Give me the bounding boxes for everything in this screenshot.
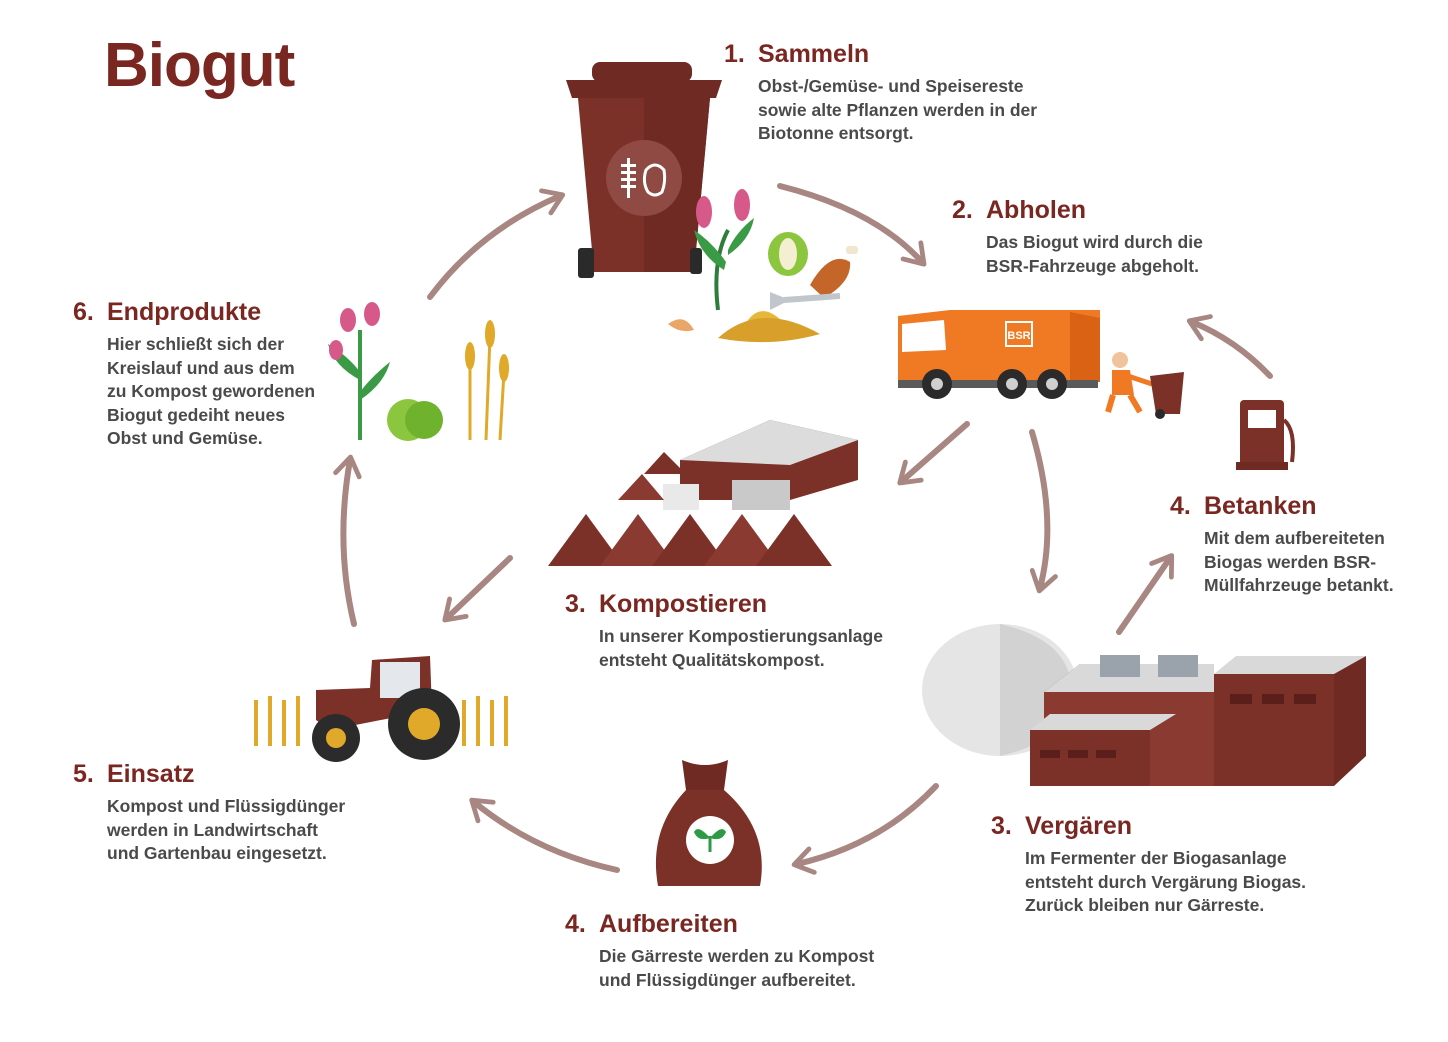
step-number: 4. (1170, 492, 1191, 520)
desc-line: sowie alte Pflanzen werden in der (758, 99, 1038, 120)
arrow-aufbereiten-to-einsatz (469, 797, 620, 873)
step-heading: Vergären (1025, 812, 1133, 840)
step-kompostieren: 3. Kompostieren In unserer Kompostierungs… (565, 590, 883, 672)
step-abholen: 2. Abholen Das Biogut wird durch die BSR-… (952, 196, 1203, 278)
step-heading: Sammeln (758, 40, 870, 68)
step-description: Im Fermenter der Biogasanlage entsteht d… (1025, 847, 1306, 918)
step-heading: Kompostieren (599, 590, 768, 618)
arrow-endprodukte-to-sammeln (427, 188, 566, 300)
step-heading: Betanken (1204, 492, 1317, 520)
fertilizer-bag-icon (655, 760, 762, 886)
step-description: Obst-/Gemüse- und Speisereste sowie alte… (758, 75, 1037, 146)
compost-plant-icon (548, 420, 858, 566)
truck-logo: BSR (1007, 330, 1030, 342)
step-vergaeren: 3. Vergären Im Fermenter der Biogasanlage… (991, 812, 1306, 918)
step-heading: Abholen (986, 196, 1086, 224)
desc-line: In unserer Kompostierungsanlage (599, 626, 883, 646)
step-description: In unserer Kompostierungsanlage entsteht… (599, 625, 883, 672)
desc-line: entsteht durch Vergärung Biogas. (1025, 871, 1307, 892)
arrow-sammeln-to-abholen (777, 183, 927, 267)
desc-line: Im Fermenter der Biogasanlage (1025, 848, 1287, 868)
desc-line: BSR-Fahrzeuge abgeholt. (986, 255, 1199, 276)
step-number: 2. (952, 196, 973, 224)
desc-line: Obst und Gemüse. (107, 428, 263, 448)
worker-icon (1105, 352, 1184, 419)
truck-icon: BSR (898, 310, 1100, 399)
step-endprodukte: 6. Endprodukte Hier schließt sich der Kre… (73, 298, 315, 451)
arrow-vergaeren-to-betanken (1116, 553, 1175, 635)
step-number: 5. (73, 760, 94, 788)
arrow-betanken-to-abholen (1186, 314, 1273, 379)
step-heading: Endprodukte (107, 298, 262, 326)
desc-line: und Gartenbau eingesetzt. (107, 843, 327, 863)
desc-line: zu Kompost gewordenen (107, 381, 316, 401)
arrow-einsatz-to-endprodukte (333, 454, 362, 627)
desc-line: Kreislauf und aus dem (107, 357, 295, 378)
step-number: 3. (991, 812, 1012, 840)
biogas-plant-icon (922, 624, 1366, 786)
waste-icon (668, 189, 858, 343)
desc-line: und Flüssigdünger aufbereitet. (599, 969, 856, 990)
step-heading: Aufbereiten (599, 910, 738, 938)
step-number: 4. (565, 910, 586, 938)
step-description: Kompost und Flüssigdünger werden in Land… (107, 795, 345, 866)
desc-line: Das Biogut wird durch die (986, 232, 1203, 252)
bin-icon (566, 62, 722, 278)
step-number: 6. (73, 298, 94, 326)
step-description: Mit dem aufbereiteten Biogas werden BSR-… (1204, 527, 1394, 598)
arrow-kompostieren-to-einsatz (442, 555, 513, 623)
desc-line: Biogut gedeiht neues (107, 404, 285, 425)
desc-line: Hier schließt sich der (107, 334, 285, 354)
step-betanken: 4. Betanken Mit dem aufbereiteten Biogas … (1170, 492, 1394, 598)
step-heading: Einsatz (107, 760, 195, 788)
tractor-icon (254, 656, 508, 762)
step-description: Hier schließt sich der Kreislauf und aus… (107, 333, 315, 451)
desc-line: Biogas werden BSR- (1204, 551, 1377, 572)
desc-line: Biotonne entsorgt. (758, 123, 914, 143)
desc-line: werden in Landwirtschaft (107, 819, 318, 840)
step-aufbereiten: 4. Aufbereiten Die Gärreste werden zu Kom… (565, 910, 874, 992)
step-description: Das Biogut wird durch die BSR-Fahrzeuge … (986, 231, 1203, 278)
bin-waste-logo (621, 158, 667, 198)
desc-line: Die Gärreste werden zu Kompost (599, 946, 875, 966)
arrow-vergaeren-to-aufbereiten (791, 783, 939, 875)
desc-line: Kompost und Flüssigdünger (107, 796, 346, 816)
fuel-pump-icon (1236, 400, 1295, 470)
plants-icon (328, 302, 509, 441)
desc-line: Müllfahrzeuge betankt. (1204, 575, 1394, 595)
page-title: Biogut (104, 31, 295, 100)
desc-line: Obst-/Gemüse- und Speisereste (758, 76, 1024, 96)
arrow-abholen-to-vergaeren (1029, 429, 1058, 594)
step-sammeln: 1. Sammeln Obst-/Gemüse- und Speisereste … (724, 40, 1037, 146)
step-description: Die Gärreste werden zu Kompost und Flüss… (599, 945, 874, 992)
arrow-abholen-to-kompostieren (897, 421, 970, 486)
step-einsatz: 5. Einsatz Kompost und Flüssigdünger werd… (73, 760, 345, 866)
step-number: 1. (724, 40, 745, 68)
desc-line: Mit dem aufbereiteten (1204, 528, 1385, 548)
desc-line: entsteht Qualitätskompost. (599, 649, 825, 670)
desc-line: Zurück bleiben nur Gärreste. (1025, 895, 1265, 915)
step-number: 3. (565, 590, 586, 618)
